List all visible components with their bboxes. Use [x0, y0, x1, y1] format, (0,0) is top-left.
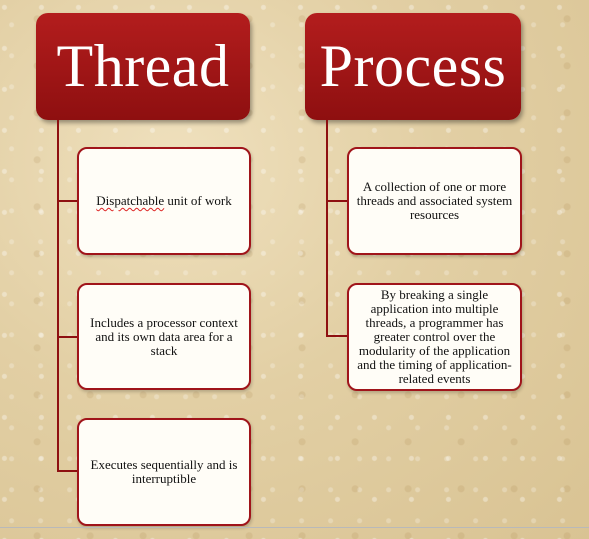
thread-item-3-text: Executes sequentially and is interruptib…	[90, 457, 238, 486]
thread-item-1: Dispatchable unit of work	[77, 147, 251, 255]
thread-connector-1	[57, 200, 78, 202]
process-title: Process	[319, 33, 507, 99]
thread-item-1-text: Dispatchable unit of work	[96, 193, 232, 208]
thread-connector-vertical	[57, 120, 59, 471]
thread-connector-2	[57, 336, 78, 338]
process-connector-2	[326, 335, 348, 337]
process-header: Process	[305, 13, 521, 120]
slide-bottom-edge	[0, 527, 589, 528]
process-connector-1	[326, 200, 348, 202]
spellcheck-word: Dispatchable	[96, 193, 165, 208]
process-item-1: A collection of one or more threads and …	[347, 147, 522, 255]
thread-connector-3	[57, 470, 78, 472]
thread-item-2-text: Includes a processor context and its own…	[90, 314, 238, 358]
thread-header: Thread	[36, 13, 250, 120]
process-item-2: By breaking a single application into mu…	[347, 283, 522, 391]
thread-title: Thread	[56, 33, 230, 99]
process-item-1-text: A collection of one or more threads and …	[356, 179, 513, 222]
thread-item-2: Includes a processor context and its own…	[77, 283, 251, 390]
thread-item-3: Executes sequentially and is interruptib…	[77, 418, 251, 526]
process-connector-vertical	[326, 120, 328, 337]
process-item-2-text: By breaking a single application into mu…	[357, 287, 512, 386]
